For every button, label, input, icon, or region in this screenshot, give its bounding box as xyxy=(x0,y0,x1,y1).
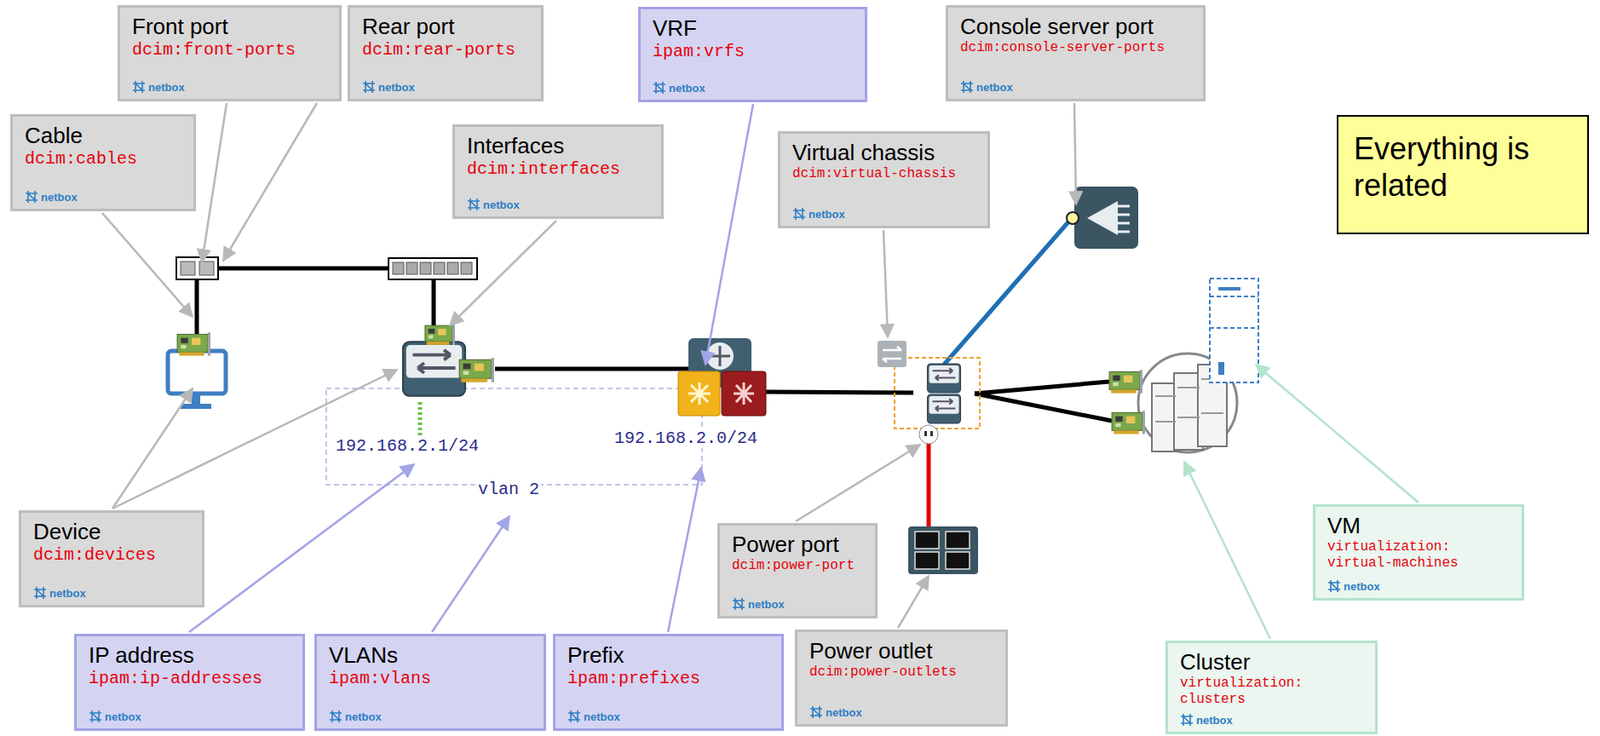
callout-box: Interfacesdcim:interfaces netbox xyxy=(452,124,664,219)
object-type: dcim:cables xyxy=(24,149,184,170)
object-type: ipam:vlans xyxy=(328,668,534,690)
object-type: dcim:front-ports xyxy=(132,40,329,61)
callout-box: VRFipam:vrfs netbox xyxy=(638,6,868,103)
logo-row: netbox xyxy=(88,706,293,724)
logo-row: netbox xyxy=(792,203,978,221)
object-type: dcim:interfaces xyxy=(466,159,651,180)
logo-row: netbox xyxy=(33,582,192,600)
box-title: Front port xyxy=(132,14,329,41)
logo-row: netbox xyxy=(567,706,772,724)
callout-box: Devicedcim:devices netbox xyxy=(18,510,205,608)
netbox-logo xyxy=(132,80,146,94)
callout-box: Virtual chassisdcim:virtual-chassis netbo… xyxy=(777,131,990,229)
object-type: dcim:power-port xyxy=(731,558,865,575)
box-title: Power outlet xyxy=(809,638,996,665)
object-type: virtualization: clusters xyxy=(1179,675,1319,708)
netbox-logo xyxy=(362,80,376,94)
logo-text: netbox xyxy=(483,198,520,212)
box-title: Device xyxy=(33,519,192,546)
object-type: dcim:rear-ports xyxy=(362,40,531,61)
netbox-logo xyxy=(1179,713,1194,727)
netbox-logo xyxy=(567,709,582,724)
logo-text: netbox xyxy=(345,710,382,724)
logo-text: netbox xyxy=(668,81,706,95)
box-title: Console server port xyxy=(960,14,1193,41)
box-title: VM xyxy=(1327,513,1512,540)
netbox-logo xyxy=(809,705,824,720)
object-type: dcim:power-outlets xyxy=(809,664,996,681)
box-title: Virtual chassis xyxy=(792,140,978,167)
netbox-logo xyxy=(960,80,974,94)
netbox-logo xyxy=(328,709,343,724)
box-title: Cable xyxy=(24,123,184,150)
logo-text: netbox xyxy=(148,80,185,94)
vlan-label: vlan 2 xyxy=(476,479,542,500)
logo-text: netbox xyxy=(1343,580,1381,593)
ip-label: 192.168.2.0/24 xyxy=(612,428,760,449)
object-type: dcim:virtual-chassis xyxy=(792,166,978,183)
callout-box: Power outletdcim:power-outlets netbox xyxy=(794,629,1008,727)
box-title: VLANs xyxy=(328,643,534,669)
logo-row: netbox xyxy=(328,706,534,724)
logo-row: netbox xyxy=(1179,709,1365,727)
logo-row: netbox xyxy=(1327,575,1512,593)
netbox-logo xyxy=(466,197,481,212)
callout-box: Clustervirtualization: clusters netbox xyxy=(1165,640,1378,735)
logo-text: netbox xyxy=(825,706,863,720)
logo-text: netbox xyxy=(748,598,785,611)
object-type: ipam:vrfs xyxy=(652,41,855,63)
callout-box: Console server portdcim:console-server-p… xyxy=(945,5,1206,102)
logo-row: netbox xyxy=(132,76,329,94)
box-title: Interfaces xyxy=(466,133,651,160)
callout-box: VMvirtualization: virtual-machines netbox xyxy=(1312,504,1525,601)
callout-box: VLANsipam:vlans netbox xyxy=(314,633,547,731)
box-title: Prefix xyxy=(567,643,772,669)
note-box: Everything is related xyxy=(1336,115,1589,235)
object-type: dcim:console-server-ports xyxy=(960,40,1193,57)
box-title: Rear port xyxy=(362,14,531,41)
netbox-logo xyxy=(652,80,667,95)
logo-text: netbox xyxy=(976,80,1013,94)
logo-text: netbox xyxy=(40,190,78,204)
callout-box: Power portdcim:power-port netbox xyxy=(717,523,878,619)
netbox-logo xyxy=(24,189,39,204)
callout-box: Cabledcim:cables netbox xyxy=(10,114,196,212)
box-title: VRF xyxy=(652,16,855,42)
callout-box: IP addressipam:ip-addresses netbox xyxy=(74,633,306,731)
logo-text: netbox xyxy=(49,587,87,600)
logo-text: netbox xyxy=(808,207,846,221)
logo-row: netbox xyxy=(731,593,865,611)
ip-label: 192.168.2.1/24 xyxy=(333,436,481,456)
callout-box: Rear portdcim:rear-ports netbox xyxy=(347,5,544,102)
box-title: Power port xyxy=(731,532,865,559)
logo-row: netbox xyxy=(362,76,531,94)
netbox-logo xyxy=(731,597,746,611)
logo-text: netbox xyxy=(1196,713,1233,727)
logo-row: netbox xyxy=(24,186,184,204)
logo-row: netbox xyxy=(809,702,996,720)
logo-row: netbox xyxy=(466,194,651,212)
object-type: ipam:prefixes xyxy=(567,668,772,690)
callout-box: Front portdcim:front-ports netbox xyxy=(117,5,342,102)
box-title: Everything is related xyxy=(1353,130,1572,204)
logo-row: netbox xyxy=(652,77,855,95)
netbox-logo xyxy=(88,709,103,724)
object-type: virtualization: virtual-machines xyxy=(1327,539,1467,572)
box-title: Cluster xyxy=(1179,650,1365,676)
netbox-logo xyxy=(792,207,806,221)
logo-row: netbox xyxy=(960,76,1193,94)
netbox-logo xyxy=(33,586,47,600)
logo-text: netbox xyxy=(583,710,621,724)
box-title: IP address xyxy=(88,643,293,669)
object-type: dcim:devices xyxy=(33,545,192,566)
logo-text: netbox xyxy=(378,80,415,94)
logo-text: netbox xyxy=(104,710,142,724)
callout-box: Prefixipam:prefixes netbox xyxy=(552,633,784,731)
object-type: ipam:ip-addresses xyxy=(88,668,293,690)
netbox-logo xyxy=(1327,579,1342,593)
